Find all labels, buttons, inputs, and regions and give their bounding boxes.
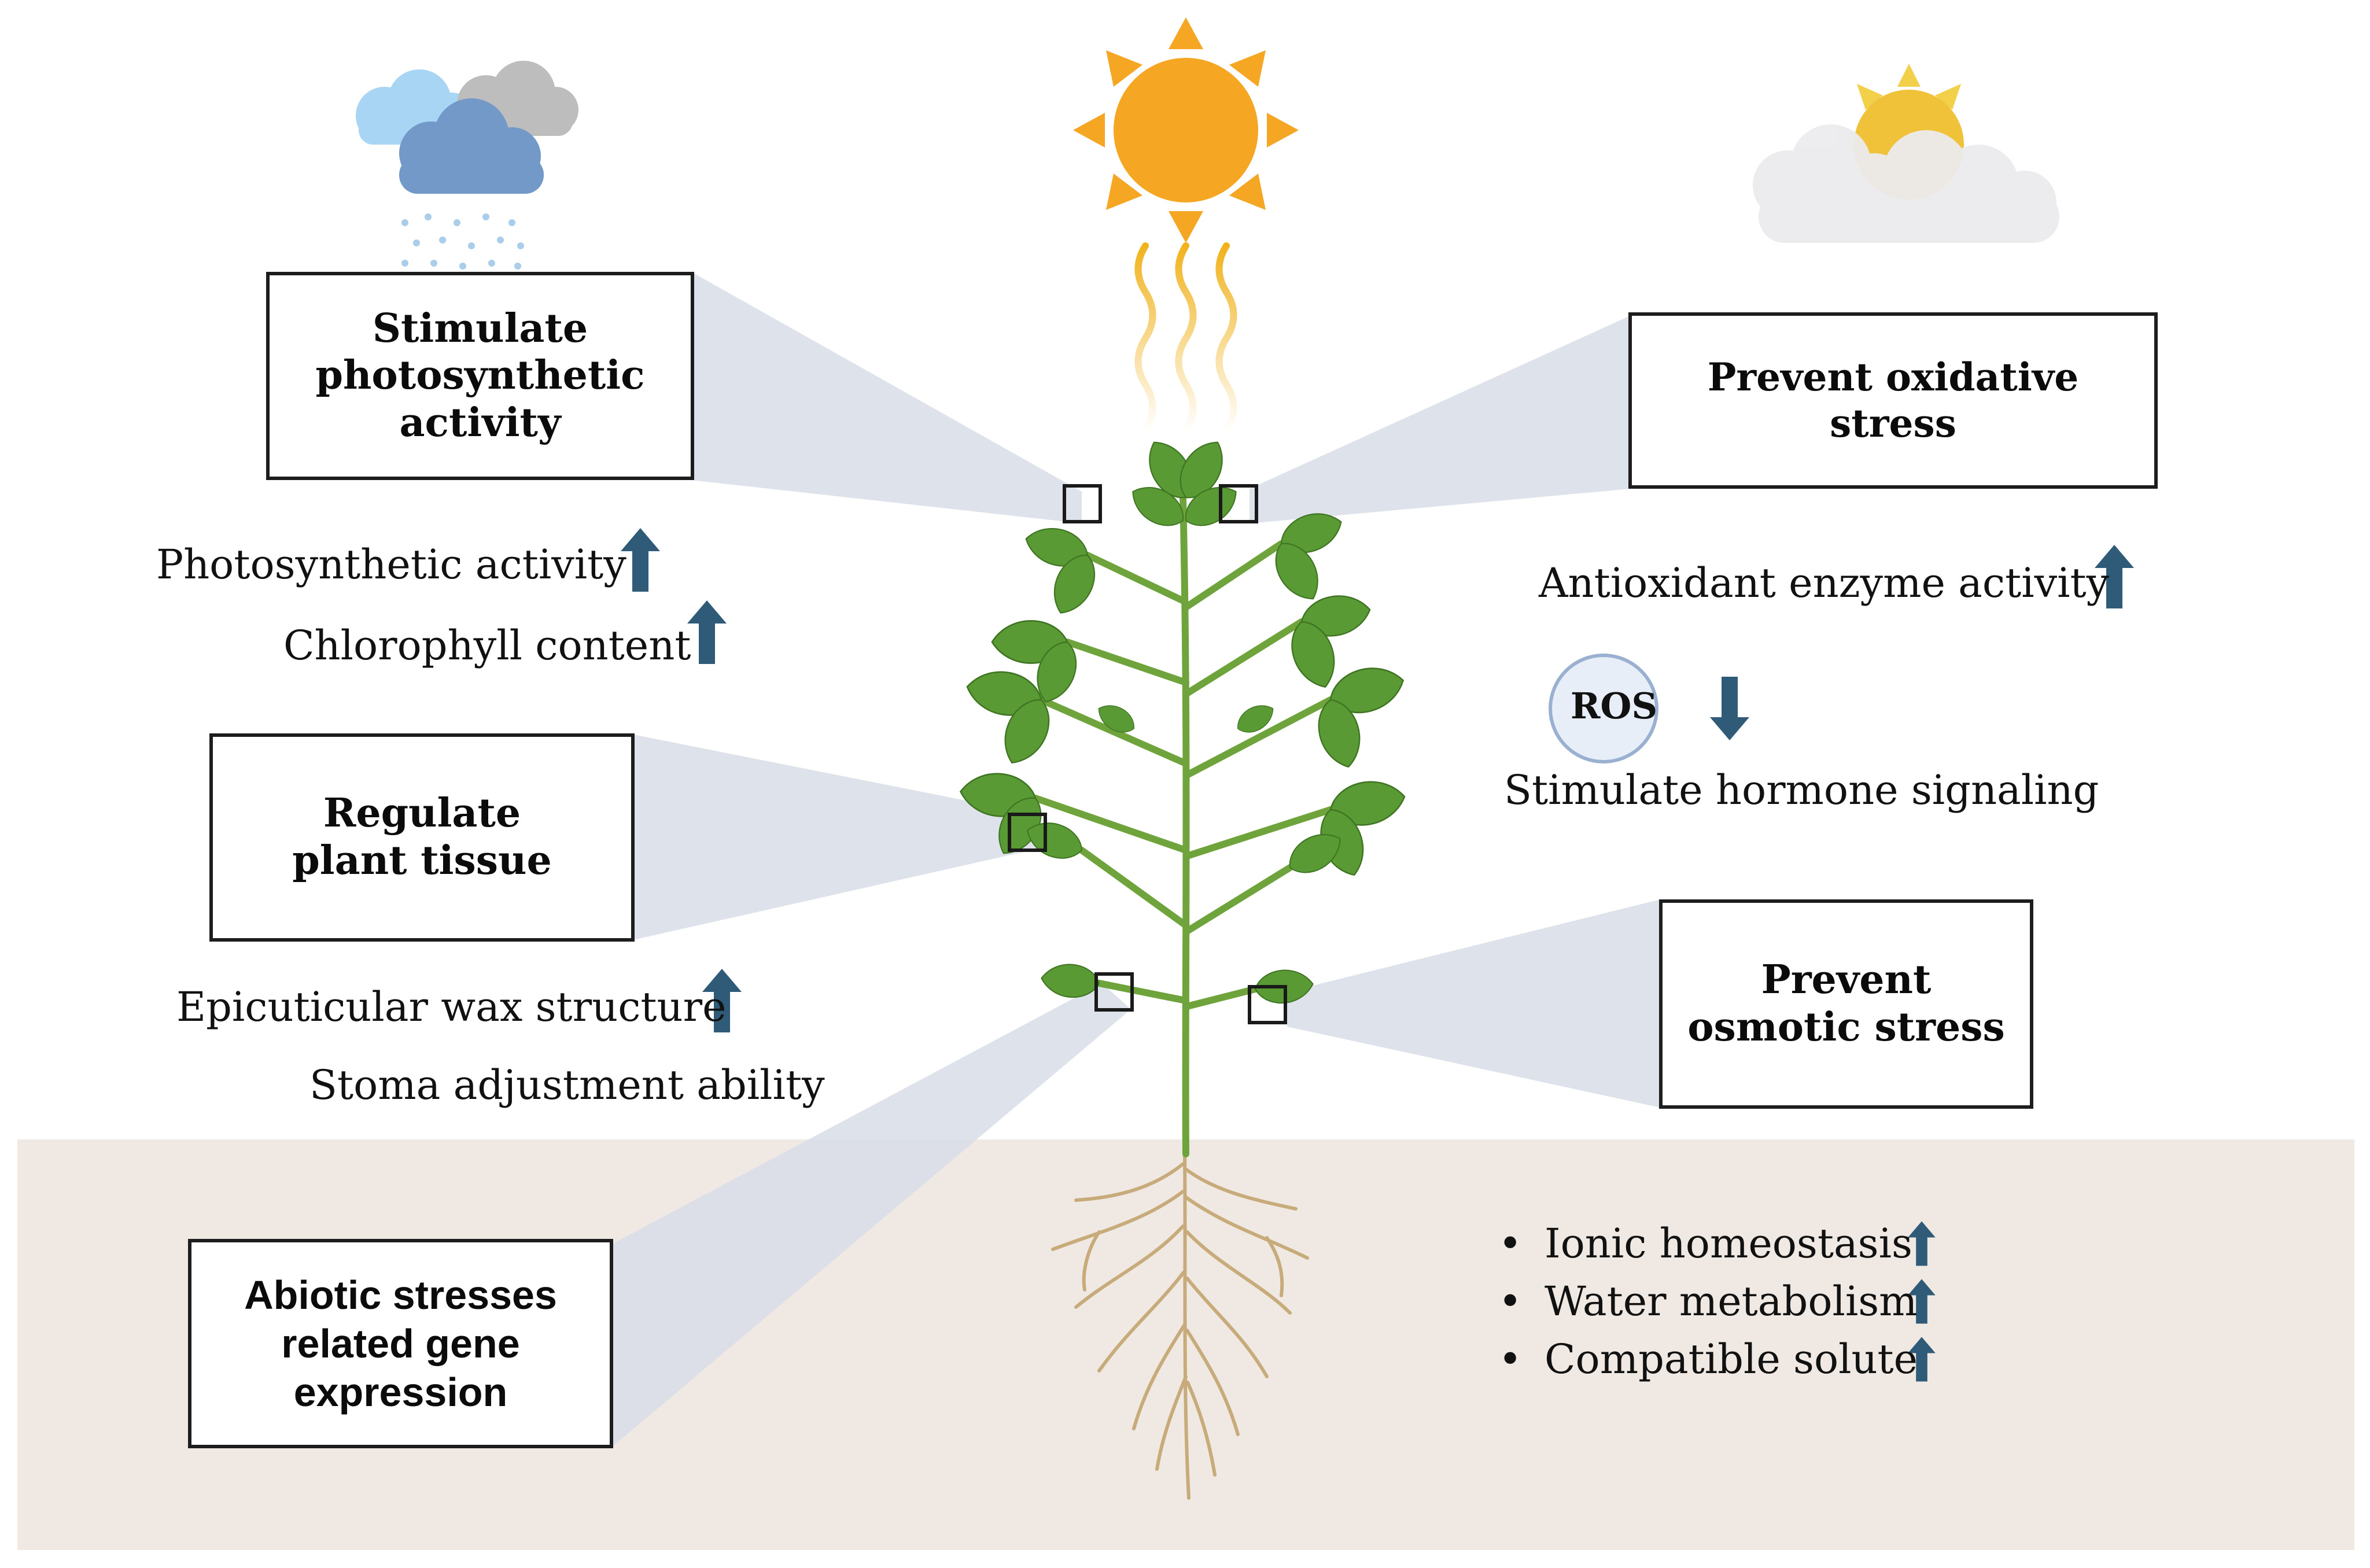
box-photosynthesis: Stimulate photosynthetic activity xyxy=(266,272,694,480)
label-photosynthetic-activity: Photosynthetic activity xyxy=(156,541,626,588)
ros-badge xyxy=(1549,654,1658,763)
up-arrow-icon xyxy=(621,528,660,592)
marker-oxidative xyxy=(1219,484,1258,523)
up-arrow-icon xyxy=(687,600,727,664)
label-hormone-signaling: Stimulate hormone signaling xyxy=(1504,766,2099,814)
label-chlorophyll-content: Chlorophyll content xyxy=(283,622,691,669)
marker-osmotic xyxy=(1248,985,1287,1024)
beam-photosynthesis xyxy=(691,272,1082,523)
list-item: Water metabolism xyxy=(1498,1272,1918,1330)
box-gene-expression-text: Abiotic stresses related gene expression xyxy=(244,1272,557,1415)
label-stoma-adjustment: Stoma adjustment ability xyxy=(309,1061,825,1109)
plant-stem xyxy=(1032,494,1334,1157)
box-plant-tissue-text: Regulate plant tissue xyxy=(292,790,552,884)
box-photosynthesis-text: Stimulate photosynthetic activity xyxy=(315,305,645,446)
label-epicuticular-wax: Epicuticular wax structure xyxy=(176,983,727,1031)
marker-plant-tissue xyxy=(1008,813,1047,852)
list-item: Compatible solute xyxy=(1498,1330,1918,1388)
marker-photosynthesis xyxy=(1063,484,1102,523)
heat-waves-icon xyxy=(1134,242,1237,434)
rain-cloud-icon xyxy=(356,61,578,270)
beam-oxidative xyxy=(1249,315,1631,523)
label-antioxidant-enzyme: Antioxidant enzyme activity xyxy=(1539,559,2110,607)
callout-beams xyxy=(613,272,1660,1446)
box-plant-tissue: Regulate plant tissue xyxy=(209,733,635,942)
box-osmotic-stress: Prevent osmotic stress xyxy=(1659,899,2033,1109)
box-oxidative-stress: Prevent oxidative stress xyxy=(1628,312,2158,489)
root-effects-list: Ionic homeostasis Water metabolism Compa… xyxy=(1498,1215,1918,1388)
box-oxidative-stress-text: Prevent oxidative stress xyxy=(1707,355,2079,446)
ros-label: ROS xyxy=(1570,684,1658,727)
cloudy-sun-icon xyxy=(1753,64,2059,243)
sun-icon xyxy=(1073,17,1299,243)
beam-osmotic xyxy=(1287,899,1660,1108)
box-osmotic-stress-text: Prevent osmotic stress xyxy=(1687,957,2005,1050)
box-gene-expression: Abiotic stresses related gene expression xyxy=(188,1239,613,1448)
beam-plant-tissue xyxy=(633,735,1044,940)
beam-gene-expression xyxy=(613,983,1131,1446)
leaf-focus-markers xyxy=(1008,484,1287,1024)
down-arrow-icon xyxy=(1710,677,1749,740)
list-item: Ionic homeostasis xyxy=(1498,1215,1918,1272)
marker-gene-expression xyxy=(1094,972,1134,1012)
plant-roots xyxy=(1051,1149,1309,1500)
